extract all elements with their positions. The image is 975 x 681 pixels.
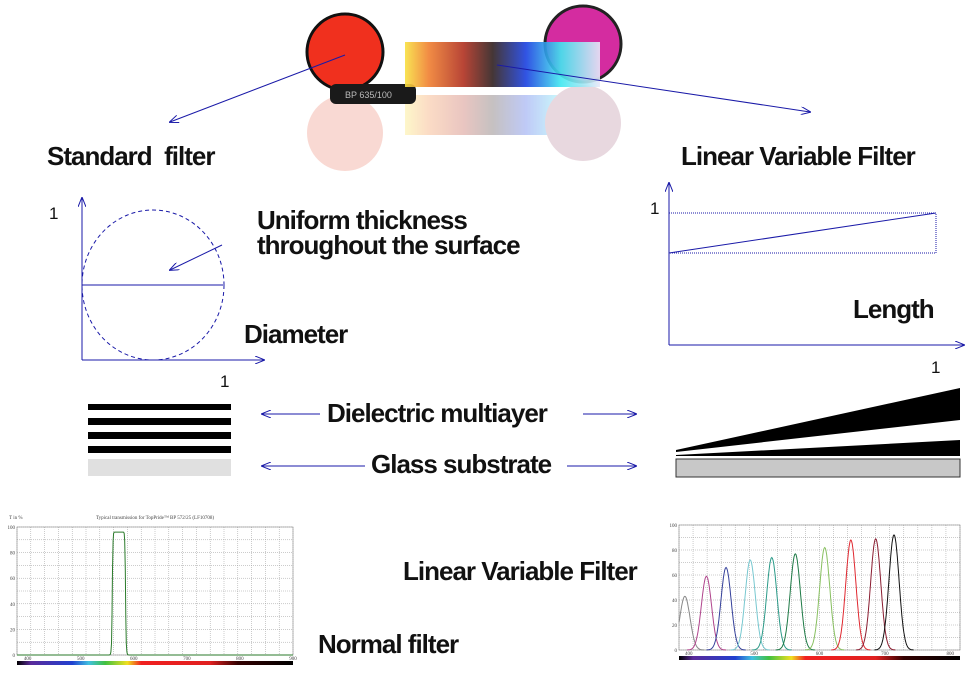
color-spectrum-bar [679, 656, 960, 660]
uniform-arrow [170, 244, 223, 270]
chart-title: Typical transmission for TopPride™ BP 57… [96, 515, 214, 521]
transmission-curve [831, 539, 871, 651]
x-tick-label: 600 [816, 652, 824, 657]
dotted-outline [668, 212, 937, 254]
glass-label: Glass substrate [371, 449, 552, 479]
transmission-curve [730, 559, 770, 651]
transmission-curve [686, 575, 727, 651]
x-tick-label: 800 [946, 652, 954, 657]
x-tick-label: 700 [881, 652, 889, 657]
y-tick-label: 40 [672, 599, 678, 604]
transmission-curve [17, 531, 293, 656]
y-tick-label: 20 [672, 624, 678, 629]
x-tick-label: 400 [685, 652, 693, 657]
arrow-to-standard-filter [170, 54, 346, 122]
y-axis-label-one: 1 [650, 199, 659, 218]
standard-layer-stack [88, 404, 231, 476]
transmission-curve [874, 534, 914, 651]
filter-marking: BP 635/100 [345, 90, 392, 100]
standard-thickness-graph: 1 1 [49, 198, 264, 391]
uniform-text-line1: Uniform thickness [257, 205, 467, 235]
glass-substrate-layer [675, 458, 961, 478]
photo-reflection [307, 85, 621, 171]
x-tick-label: 900 [289, 657, 297, 662]
x-axis-label-one: 1 [931, 358, 940, 377]
dielectric-layer [88, 432, 231, 439]
y-tick-label: 60 [672, 574, 678, 579]
y-tick-label: 80 [10, 552, 16, 557]
y-tick-label: 0 [13, 654, 16, 659]
lvf-spectrum-label: Linear Variable Filter [403, 556, 638, 586]
x-tick-label: 500 [77, 657, 85, 662]
normal-filter-transmission-chart: 400 500 600 700 800 900 0 20 40 60 80 100 Typical tr… [8, 515, 297, 665]
x-tick-label: 700 [183, 657, 191, 662]
plot-frame [678, 524, 961, 651]
x-tick-label: 600 [130, 657, 138, 662]
dielectric-layer [88, 418, 231, 425]
linear-variable-filter-image [405, 42, 600, 87]
length-label: Length [853, 294, 934, 324]
y-tick-label: 0 [675, 649, 678, 654]
lvf-thickness-graph: 1 1 [650, 183, 964, 377]
standard-filter-title: Standard filter [47, 141, 215, 171]
y-tick-label: 20 [10, 628, 16, 633]
transmission-curve [706, 566, 746, 651]
color-spectrum-bar [17, 661, 293, 665]
transmission-curve [752, 556, 792, 651]
lvf-transmission-chart: 400 500 600 700 800 0 20 40 60 80 100 [670, 524, 961, 660]
y-tick-label: 60 [10, 577, 16, 582]
y-tick-label: 40 [10, 603, 16, 608]
y-axis-label-one: 1 [49, 204, 58, 223]
filter-mount [330, 84, 416, 104]
normal-filter-label: Normal filter [318, 629, 459, 659]
filter-outline-circle [81, 209, 225, 361]
y-tick-label: 100 [8, 526, 16, 531]
lvf-title: Linear Variable Filter [681, 141, 916, 171]
transmission-curve [678, 595, 705, 651]
increasing-thickness-line [668, 212, 937, 254]
x-tick-label: 800 [236, 657, 244, 662]
filters-photo: BP 635/100 [305, 4, 623, 171]
x-axis-label-one: 1 [220, 372, 229, 391]
diameter-label: Diameter [244, 319, 348, 349]
lvf-layer-stack [675, 388, 961, 478]
wedge-layer [676, 388, 960, 452]
transmission-curve [775, 553, 815, 651]
wedge-layer [676, 440, 960, 456]
y-tick-label: 100 [670, 524, 678, 529]
dielectric-label: Dielectric multiayer [327, 398, 548, 428]
standard-filter-image [305, 12, 385, 92]
x-tick-label: 500 [750, 652, 758, 657]
y-axis-label: T in % [9, 516, 23, 521]
transmission-curve [805, 546, 845, 651]
uniform-text-line2: throughout the surface [257, 230, 520, 260]
x-tick-label: 400 [24, 657, 32, 662]
dielectric-layer [88, 446, 231, 453]
dielectric-layer [88, 404, 231, 410]
y-tick-label: 80 [672, 549, 678, 554]
transmission-curve [856, 537, 896, 651]
arrow-to-lvf [496, 64, 810, 112]
glass-substrate-layer [88, 459, 231, 476]
